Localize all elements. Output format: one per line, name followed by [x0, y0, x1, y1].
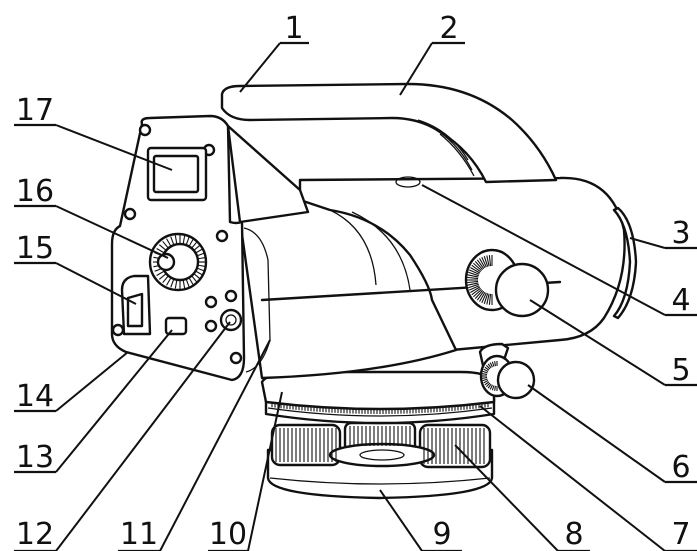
small-button[interactable]: [164, 316, 188, 336]
tangent-screw[interactable]: [478, 342, 536, 400]
callout-17: 17: [16, 93, 54, 128]
callout-6: 6: [671, 450, 690, 485]
callout-10: 10: [209, 517, 247, 551]
callout-14: 14: [16, 379, 54, 414]
leveling-screws: [270, 421, 492, 469]
callout-3: 3: [671, 216, 690, 251]
control-buttons[interactable]: [204, 289, 243, 333]
callout-2: 2: [439, 11, 458, 46]
callout-16: 16: [16, 174, 54, 209]
callout-numbers: 1 2 3 4 5 6 7 8 9 10 11 12 13 14 15 16 1…: [16, 11, 691, 551]
leader-lines: [14, 41, 697, 551]
callout-15: 15: [16, 231, 54, 266]
battery-cover[interactable]: [120, 274, 152, 336]
carry-handle: [220, 82, 558, 188]
callout-8: 8: [564, 517, 583, 551]
focus-knob[interactable]: [148, 232, 208, 292]
callout-11: 11: [120, 517, 158, 551]
display-window: [146, 146, 208, 202]
callout-12: 12: [16, 517, 54, 551]
callout-1: 1: [284, 11, 303, 46]
callout-4: 4: [671, 283, 690, 318]
callout-7: 7: [671, 517, 690, 551]
callout-13: 13: [16, 440, 54, 475]
callout-9: 9: [432, 517, 451, 551]
callout-5: 5: [671, 353, 690, 388]
